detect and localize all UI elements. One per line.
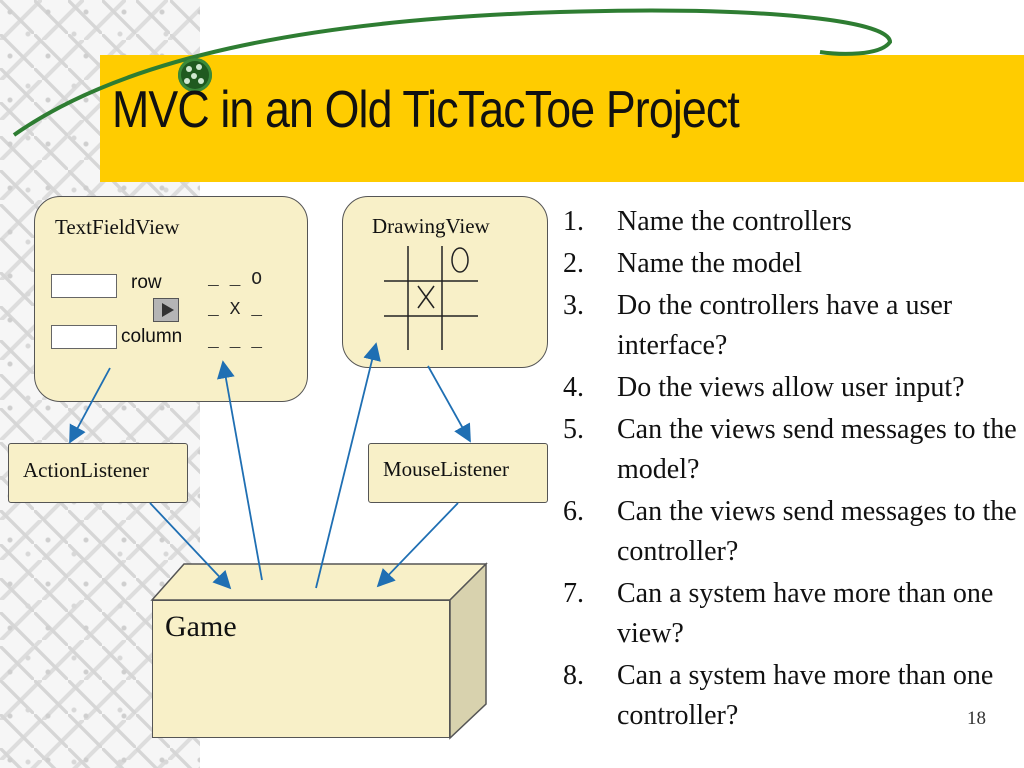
question-item: 7.Can a system have more than one view?	[563, 578, 994, 649]
page-number: 18	[967, 708, 986, 729]
mouse-listener-box: MouseListener	[368, 443, 548, 503]
game-box	[152, 600, 450, 738]
question-item: 5.Can the views send messages to the mod…	[563, 414, 1017, 485]
board-row-2: _ X _	[208, 300, 263, 320]
decorative-swoosh	[12, 8, 893, 137]
arrow-game-to-drawingview	[315, 342, 381, 589]
question-item: 4.Do the views allow user input?	[563, 372, 965, 403]
arrow-mouselistener-to-game	[376, 502, 459, 588]
question-item: 1.Name the controllers	[563, 206, 852, 237]
question-item: 3.Do the controllers have a user interfa…	[563, 290, 953, 361]
board-row-1: _ _ O	[208, 270, 263, 290]
column-input[interactable]	[51, 325, 117, 349]
row-input[interactable]	[51, 274, 117, 298]
game-box-side	[449, 562, 487, 740]
arrow-drawingview-to-mouselistener	[427, 365, 471, 443]
play-button[interactable]	[153, 298, 179, 322]
questions-list: 1.Name the controllers 2.Name the model …	[563, 202, 1018, 738]
row-label: row	[131, 272, 162, 293]
question-item: 8.Can a system have more than one contro…	[563, 660, 994, 731]
slide-title: MVC in an Old TicTacToe Project	[112, 81, 740, 139]
drawing-view-box	[342, 196, 548, 368]
game-label: Game	[165, 610, 237, 643]
drawing-view-title: DrawingView	[372, 214, 490, 238]
text-field-view-title: TextFieldView	[55, 215, 180, 239]
game-box-top	[150, 563, 488, 601]
title-band	[100, 55, 1024, 182]
question-item: 2.Name the model	[563, 248, 803, 279]
question-item: 6.Can the views send messages to the con…	[563, 496, 1017, 567]
board-row-3: _ _ _	[208, 332, 263, 352]
globe-logo-icon	[178, 58, 212, 92]
action-listener-box: ActionListener	[8, 443, 188, 503]
column-label: column	[121, 326, 183, 347]
